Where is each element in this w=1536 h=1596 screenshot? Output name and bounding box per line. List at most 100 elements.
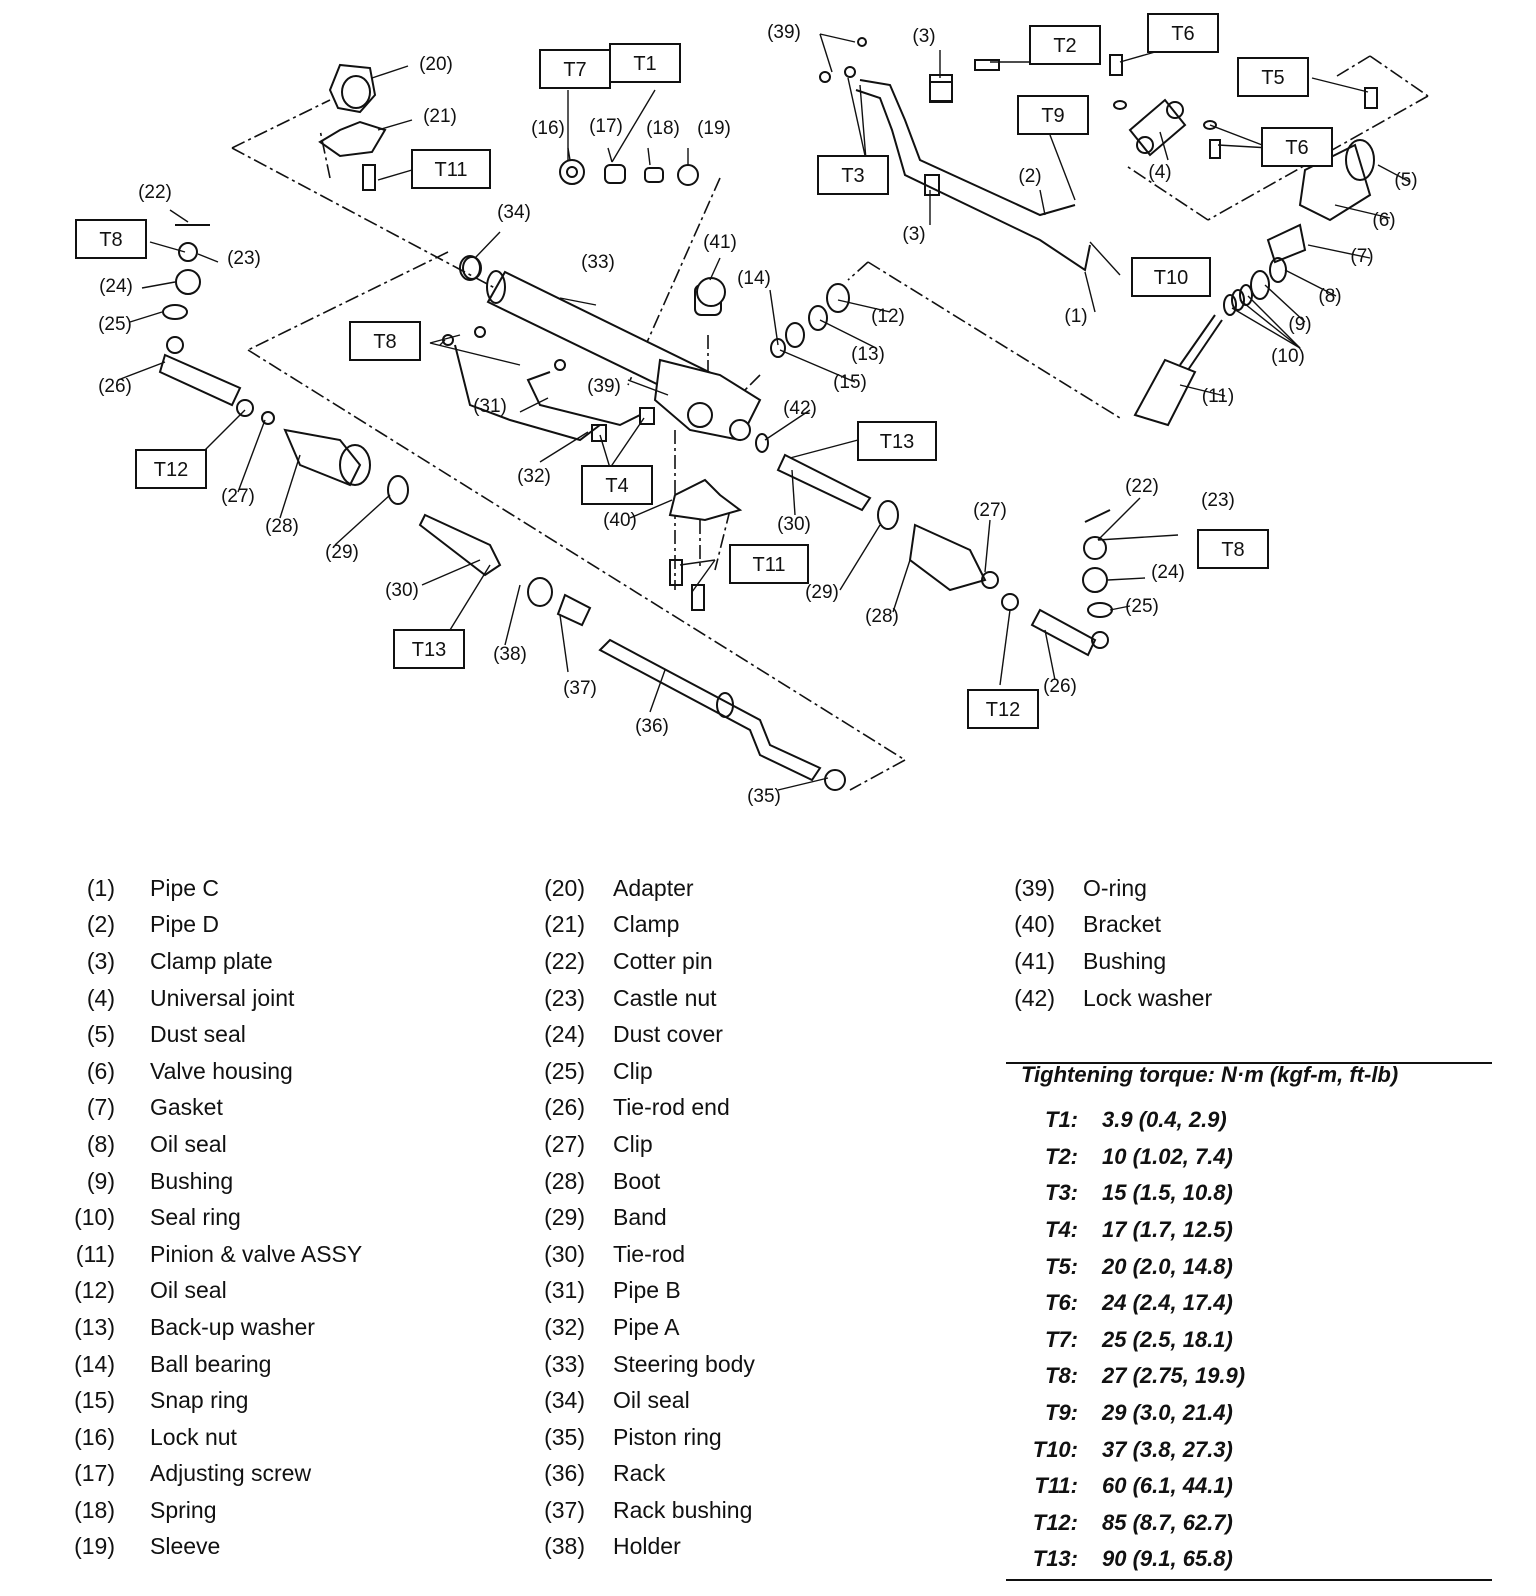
legend-part-name: Clamp plate [150,947,273,974]
legend-number: (37) [544,1496,585,1523]
legend-number: (8) [86,1130,115,1157]
legend-part-name: Seal ring [150,1204,241,1231]
legend-row: (30)Tie-rod [515,1236,755,1273]
legend-part-name: Band [613,1204,667,1231]
torque-row: T2:10 (1.02, 7.4) [1006,1139,1245,1176]
torque-key: T12: [1032,1509,1078,1535]
legend-part-name: Bracket [1083,911,1161,938]
legend-number: (14) [74,1350,115,1377]
legend-part-name: O-ring [1083,874,1147,901]
callout-label: (37) [563,678,597,699]
callout-label: (21) [423,106,457,127]
torque-box-label: T11 [753,554,786,576]
legend-part-name: Adjusting screw [150,1460,312,1487]
torque-key: T11: [1034,1473,1078,1499]
legend-number: (3) [86,947,115,974]
legend-number: (27) [544,1130,585,1157]
clamp-plates-shape [924,74,953,196]
callout-label: (39) [587,376,621,397]
legend-number: (1) [86,874,115,901]
callout-label: (31) [473,396,507,417]
legend-number: (18) [74,1496,115,1523]
legend-part-name: Oil seal [150,1130,227,1157]
legend-number: (21) [544,911,585,938]
legend-number: (17) [74,1460,115,1487]
legend-row: (41)Bushing [985,943,1212,980]
torque-box-label: T3 [841,165,864,187]
callout-label: (13) [851,344,885,365]
torque-key: T2: [1045,1143,1078,1169]
legend-row: (20)Adapter [515,870,755,907]
legend-number: (26) [544,1094,585,1121]
legend-number: (28) [544,1167,585,1194]
part-callouts: (1)(2)(3)(3)(4)(5)(6)(7)(8)(9)(10)(11)(1… [98,22,1418,807]
legend-part-name: Valve housing [150,1057,293,1084]
callout-label: (27) [973,500,1007,521]
legend-row: (24) Dust cover [515,1016,755,1053]
steering-body-shape [459,255,762,442]
legend-number: (19) [74,1533,115,1560]
legend-number: (5) [86,1021,115,1048]
legend-row: (34)Oil seal [515,1382,755,1419]
legend-part-name: Universal joint [150,984,295,1011]
legend-part-name: Boot [613,1167,661,1194]
legend-number: (7) [86,1094,115,1121]
torque-key: T6: [1045,1290,1078,1316]
legend-part-name: Holder [613,1533,681,1560]
callout-label: (18) [646,118,680,139]
torque-key: T4: [1045,1217,1078,1243]
left-tie-rod-shape [158,224,502,577]
callout-label: (26) [98,376,132,397]
legend-part-name: Lock nut [150,1423,237,1450]
torque-row: T1:3.9 (0.4, 2.9) [1006,1102,1245,1139]
torque-box-label: T4 [605,475,628,497]
legend-number: (23) [544,984,585,1011]
legend-part-name: Pipe B [613,1277,681,1304]
callout-label: (24) [99,276,133,297]
legend-row: (15)Snap ring [45,1382,362,1419]
callout-label: (3) [902,224,925,245]
seals-rings-shape [462,256,850,791]
callout-label: (4) [1148,162,1171,183]
torque-value: 27 (2.75, 19.9) [1102,1363,1246,1389]
pinion-valve-shape [1133,139,1375,427]
legend-number: (4) [86,984,115,1011]
torque-row: T3:15 (1.5, 10.8) [1006,1175,1245,1212]
rack-shape [527,577,822,782]
legend-row: (19) Sleeve [45,1529,362,1566]
legend-row: (14)Ball bearing [45,1346,362,1383]
torque-box-label: T5 [1261,67,1284,89]
legend-part-name: Rack [613,1460,666,1487]
callout-label: (28) [865,606,899,627]
legend-row: (1) Pipe C [45,870,362,907]
legend-part-name: Clip [613,1057,653,1084]
torque-row: T10:37 (3.8, 27.3) [1006,1431,1245,1468]
torque-box-label: T8 [1221,539,1244,561]
callout-label: (38) [493,644,527,665]
legend-part-name: Sleeve [150,1533,221,1560]
legend-row: (18)Spring [45,1492,362,1529]
callout-label: (39) [767,22,801,43]
torque-box-labels: T1T2T3T4T5T6T6T7T8T8T8T9T10T11T11T12T12T… [99,23,1308,721]
legend-row: (2)Pipe D [45,907,362,944]
torque-row: T9:29 (3.0, 21.4) [1006,1395,1245,1432]
legend-part-name: Pinion & valve ASSY [150,1240,363,1267]
legend-part-name: Dust cover [613,1021,723,1048]
torque-row: T5:20 (2.0, 14.8) [1006,1248,1245,1285]
callout-label: (25) [98,314,132,335]
legend-part-name: Pipe C [150,874,220,901]
torque-row: T4:17 (1.7, 12.5) [1006,1212,1245,1249]
legend-number: (9) [86,1167,115,1194]
callout-label: (17) [589,116,623,137]
torque-boxes [75,13,1333,729]
universal-joint-shape [1109,54,1378,159]
callout-label: (23) [227,248,261,269]
callout-label: (9) [1288,314,1311,335]
torque-row: T7:25 (2.5, 18.1) [1006,1322,1245,1359]
legend-number: (24) [544,1021,585,1048]
callout-label: (26) [1043,676,1077,697]
torque-table-bottom-rule [1006,1579,1492,1581]
torque-value: 3.9 (0.4, 2.9) [1102,1107,1227,1133]
torque-value: 20 (2.0, 14.8) [1102,1253,1233,1279]
legend-part-name: Pipe A [613,1313,680,1340]
